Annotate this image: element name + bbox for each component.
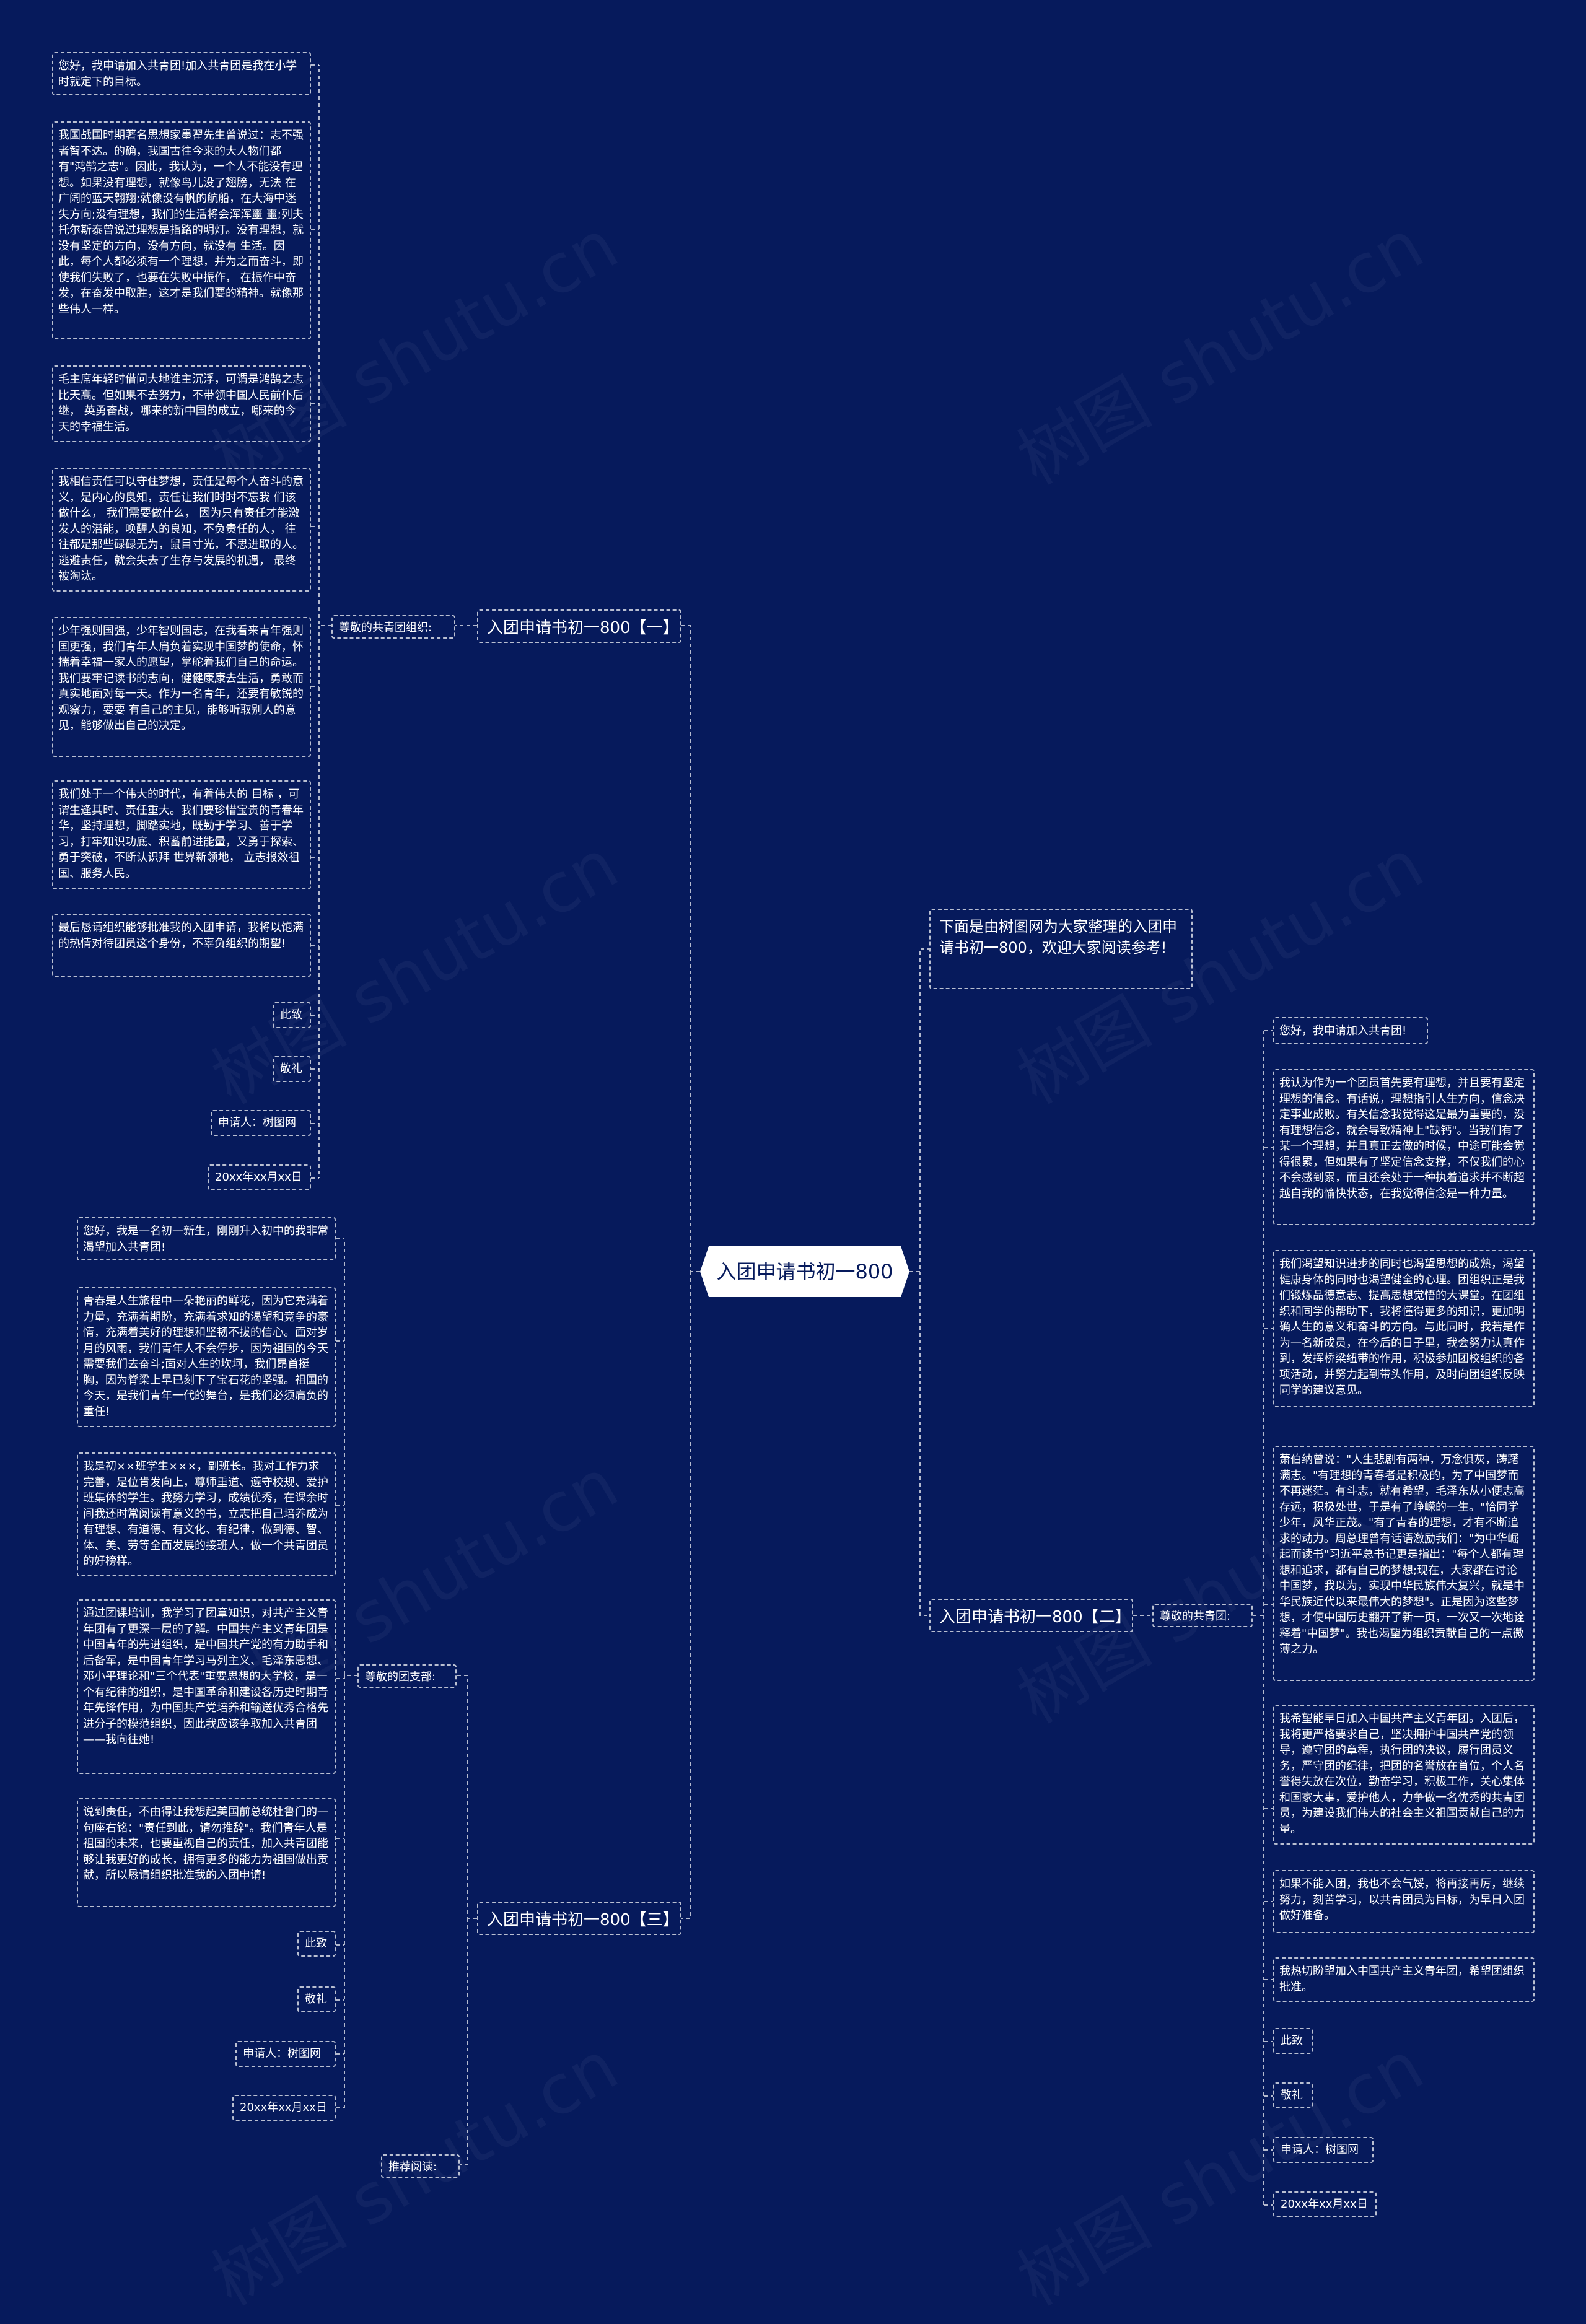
- recommend-node[interactable]: 推荐阅读:: [381, 2154, 460, 2178]
- connector: [681, 1272, 691, 1919]
- branch1-leaf-10[interactable]: 申请人：树图网: [211, 1110, 311, 1136]
- branch1-leaf-1[interactable]: 您好，我申请加入共青团!加入共青团是我在小学时就定下的目标。: [52, 52, 311, 95]
- branch2-leaf-7[interactable]: 我热切盼望加入中国共产主义青年团，希望团组织批准。: [1273, 1957, 1535, 2002]
- branch3-leaf-1[interactable]: 您好，我是一名初一新生，刚刚升入初中的我非常渴望加入共青团!: [77, 1217, 336, 1260]
- branch1-leaf-3[interactable]: 毛主席年轻时借问大地谁主沉浮，可谓是鸿鹄之志比天高。但如果不去努力，不带领中国人…: [52, 365, 311, 442]
- root-node[interactable]: 入团申请书初一800: [700, 1246, 909, 1297]
- branch3-leaf-7[interactable]: 敬礼: [297, 1986, 336, 2012]
- branch3-leaf-6[interactable]: 此致: [297, 1931, 336, 1957]
- branch2-leaf-4[interactable]: 萧伯纳曾说："人生悲剧有两种，万念俱灰，踌躇满志。"有理想的青春者是积极的，为了…: [1273, 1446, 1535, 1681]
- branch1-leaf-11[interactable]: 20xx年xx月xx日: [208, 1164, 311, 1190]
- branch1-leaf-9[interactable]: 敬礼: [273, 1056, 311, 1082]
- connector: [457, 1675, 477, 2165]
- branch1-leaf-4[interactable]: 我相信责任可以守住梦想，责任是每个人奋斗的意义，是内心的良知，责任让我们时时不忘…: [52, 468, 311, 592]
- connector: [344, 1239, 357, 2108]
- branch2-leaf-3[interactable]: 我们渴望知识进步的同时也渴望思想的成熟，渴望健康身体的同时也渴望健全的心理。团组…: [1273, 1250, 1535, 1407]
- connector: [909, 948, 929, 1272]
- salutation-node-2[interactable]: 尊敬的共青团:: [1152, 1604, 1253, 1627]
- branch3-leaf-9[interactable]: 20xx年xx月xx日: [232, 2095, 336, 2121]
- branch2-leaf-10[interactable]: 申请人：树图网: [1273, 2137, 1374, 2163]
- branch1-leaf-6[interactable]: 我们处于一个伟大的时代，有着伟大的 目标 ，可谓生逢其时、责任重大。我们要珍惜宝…: [52, 780, 311, 889]
- branch-node-1[interactable]: 入团申请书初一800【一】: [477, 609, 681, 643]
- connector: [919, 1272, 929, 1616]
- branch3-leaf-2[interactable]: 青春是人生旅程中一朵艳丽的鲜花，因为它充满着力量，充满着期盼，充满着求知的渴望和…: [77, 1287, 336, 1427]
- branch2-leaf-11[interactable]: 20xx年xx月xx日: [1273, 2191, 1377, 2217]
- connector: [1253, 1031, 1264, 2205]
- branch1-leaf-5[interactable]: 少年强则国强，少年智则国志，在我看来青年强则国更强，我们青年人肩负着实现中国梦的…: [52, 617, 311, 757]
- branch3-leaf-8[interactable]: 申请人：树图网: [235, 2041, 336, 2067]
- branch2-leaf-5[interactable]: 我希望能早日加入中国共产主义青年团。入团后，我将更严格要求自己，坚决拥护中国共产…: [1273, 1705, 1535, 1845]
- branch2-leaf-8[interactable]: 此致: [1273, 2028, 1313, 2054]
- branch3-leaf-5[interactable]: 说到责任，不由得让我想起美国前总统杜鲁门的一句座右铭："责任到此，请勿推辞"。我…: [77, 1798, 336, 1907]
- branch1-leaf-7[interactable]: 最后恳请组织能够批准我的入团申请，我将以饱满的热情对待团员这个身份，不辜负组织的…: [52, 914, 311, 977]
- branch2-leaf-6[interactable]: 如果不能入团，我也不会气馁，将再接再厉，继续努力，刻苦学习，以共青团员为目标，为…: [1273, 1870, 1535, 1933]
- branch1-leaf-8[interactable]: 此致: [273, 1002, 311, 1028]
- branch2-leaf-2[interactable]: 我认为作为一个团员首先要有理想，并且要有坚定理想的信念。有话说，理想指引人生方向…: [1273, 1069, 1535, 1225]
- connector: [318, 65, 331, 1178]
- branch2-leaf-1[interactable]: 您好，我申请加入共青团!: [1273, 1017, 1428, 1044]
- connector-lines: [311, 64, 1273, 2206]
- salutation-node-3[interactable]: 尊敬的团支部:: [357, 1664, 457, 1688]
- branch-node-2[interactable]: 入团申请书初一800【二】: [929, 1599, 1133, 1632]
- branch2-leaf-9[interactable]: 敬礼: [1273, 2082, 1313, 2108]
- salutation-node-1[interactable]: 尊敬的共青团组织:: [331, 615, 455, 639]
- branch-node-3[interactable]: 入团申请书初一800【三】: [477, 1902, 681, 1935]
- intro-node[interactable]: 下面是由树图网为大家整理的入团申请书初一800，欢迎大家阅读参考!: [929, 909, 1193, 989]
- connector: [681, 625, 700, 1272]
- branch3-leaf-3[interactable]: 我是初××班学生×××，副班长。我对工作力求完善，是位肯发向上，尊师重道、遵守校…: [77, 1452, 336, 1576]
- connector: [1264, 1030, 1273, 2206]
- branch3-leaf-4[interactable]: 通过团课培训，我学习了团章知识，对共产主义青年团有了更深一层的了解。中国共产主义…: [77, 1599, 336, 1774]
- branch1-leaf-2[interactable]: 我国战国时期著名思想家墨翟先生曾说过：志不强者智不达。的确，我国古往今来的大人物…: [52, 121, 311, 339]
